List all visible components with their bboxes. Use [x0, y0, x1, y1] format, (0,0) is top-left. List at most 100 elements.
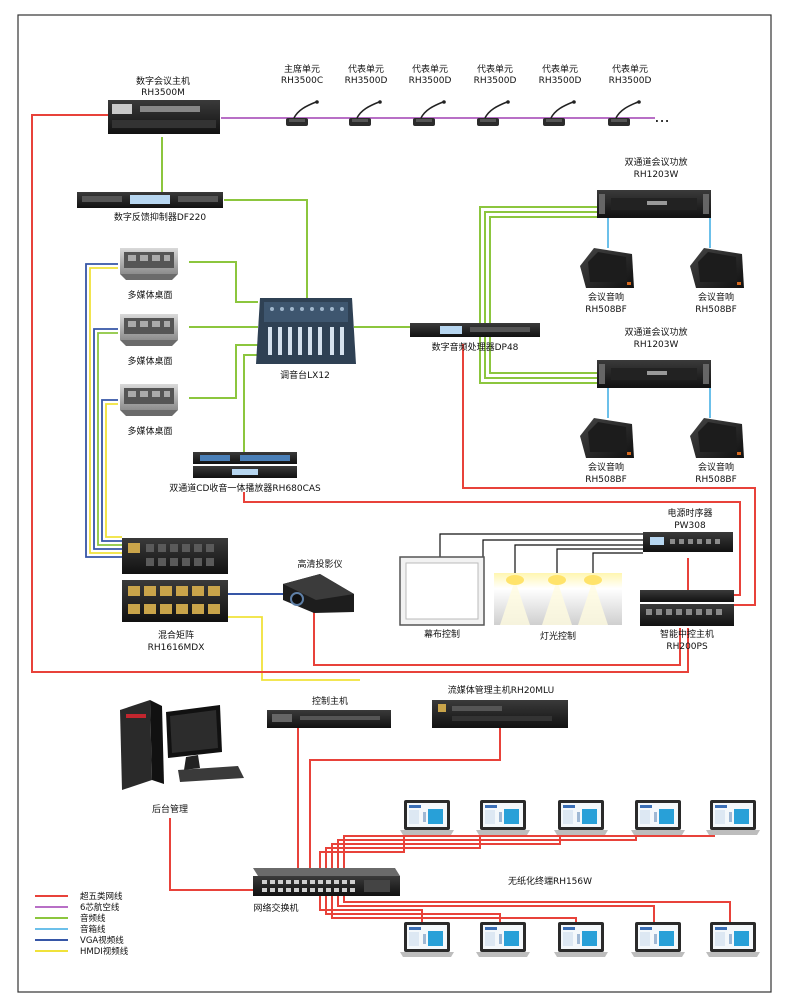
amplifier-1: 双通道会议功放 RH1203W	[597, 156, 711, 218]
speakers: 会议音响 RH508BF 会议音响 RH508BF 会议音响 RH508BF 会…	[580, 248, 744, 485]
speaker: 会议音响 RH508BF	[580, 248, 634, 315]
mic-role: 代表单元	[477, 63, 513, 75]
mic-model: RH3500D	[345, 76, 388, 86]
conference-host: 数字会议主机 RH3500M	[108, 75, 220, 134]
legend-item: 音箱线	[35, 924, 106, 935]
cd-label: 双通道CD收音一体播放器RH680CAS	[169, 482, 321, 494]
legend-label: 6芯航空线	[80, 902, 120, 913]
mic-more: ...	[654, 107, 669, 126]
screen-label: 幕布控制	[424, 628, 460, 640]
mic-role: 主席单元	[284, 63, 320, 75]
mic-unit: 主席单元 RH3500C	[281, 63, 323, 127]
central-model: RH200PS	[666, 642, 708, 652]
switch-label: 网络交换机	[253, 902, 298, 914]
feedback-label: 数字反馈抑制器DF220	[114, 211, 207, 223]
streaming-host: 流媒体管理主机RH20MLU	[432, 684, 568, 728]
mic-unit: 代表单元 RH3500D	[474, 63, 517, 127]
power-sequencer: 电源时序器 PW308	[643, 507, 733, 552]
laptop-icon	[631, 800, 685, 835]
mic-model: RH3500D	[474, 76, 517, 86]
lights: 灯光控制	[494, 573, 622, 642]
desktop-box-label: 多媒体桌面	[127, 355, 172, 367]
legend-label: 超五类网线	[80, 891, 123, 902]
legend-item: 6芯航空线	[35, 902, 120, 913]
mic-unit: 代表单元 RH3500D	[539, 63, 582, 127]
projector: 高清投影仪	[283, 558, 354, 613]
laptop-icon	[631, 922, 685, 957]
cables	[31, 114, 756, 922]
legend: 超五类网线 6芯航空线 音频线 音箱线 VGA视频线 HMDI视频线	[35, 891, 129, 957]
laptop-icon	[554, 800, 608, 835]
host-name: 数字会议主机	[136, 75, 190, 87]
control-host: 控制主机	[267, 695, 391, 728]
speaker: 会议音响 RH508BF	[580, 418, 634, 485]
amp1-name: 双通道会议功放	[624, 156, 687, 168]
speaker-model: RH508BF	[695, 305, 737, 315]
laptop-icon	[706, 800, 760, 835]
stream-label: 流媒体管理主机RH20MLU	[448, 684, 554, 696]
hybrid-matrix: 混合矩阵 RH1616MDX	[122, 538, 228, 653]
power-model: PW308	[674, 521, 706, 531]
mic-unit: 代表单元 RH3500D	[607, 63, 651, 127]
ctrl-host-label: 控制主机	[312, 695, 348, 707]
legend-label: 音箱线	[80, 924, 106, 935]
mic-unit: 代表单元 RH3500D	[409, 63, 452, 127]
amp1-model: RH1203W	[634, 170, 679, 180]
speaker-name: 会议音响	[698, 461, 734, 473]
cd-player: 双通道CD收音一体播放器RH680CAS	[169, 452, 321, 494]
laptop-icon	[476, 922, 530, 957]
paperless-terminals: 无纸化终端RH156W	[400, 800, 760, 957]
mic-unit: 代表单元 RH3500D	[345, 63, 388, 127]
desktop-box: 多媒体桌面	[120, 248, 178, 301]
paperless-label: 无纸化终端RH156W	[508, 875, 592, 887]
speaker-model: RH508BF	[695, 475, 737, 485]
central-controller: 智能中控主机 RH200PS	[640, 590, 734, 652]
legend-item: 音频线	[35, 913, 106, 924]
amp2-name: 双通道会议功放	[624, 326, 687, 338]
speaker: 会议音响 RH508BF	[690, 248, 744, 315]
desktop-boxes: 多媒体桌面 多媒体桌面 多媒体桌面	[120, 248, 178, 437]
legend-label: HMDI视频线	[80, 946, 129, 957]
laptop-icon	[400, 922, 454, 957]
desktop-box: 多媒体桌面	[120, 384, 178, 437]
power-name: 电源时序器	[667, 507, 712, 519]
matrix-model: RH1616MDX	[148, 643, 205, 653]
lights-label: 灯光控制	[540, 630, 576, 642]
laptop-icon	[400, 800, 454, 835]
legend-item: HMDI视频线	[35, 946, 129, 957]
mixer-label: 调音台LX12	[280, 369, 330, 381]
matrix-name: 混合矩阵	[158, 629, 194, 641]
diagram-frame	[17, 14, 772, 993]
speaker-name: 会议音响	[698, 291, 734, 303]
speaker-name: 会议音响	[588, 461, 624, 473]
desktop-box-label: 多媒体桌面	[127, 425, 172, 437]
mic-model: RH3500D	[409, 76, 452, 86]
projection-screen: 幕布控制	[399, 556, 485, 640]
network-switch: 网络交换机	[253, 868, 400, 914]
desktop-box: 多媒体桌面	[120, 314, 178, 367]
projector-label: 高清投影仪	[297, 558, 342, 570]
mic-role: 代表单元	[348, 63, 384, 75]
speaker: 会议音响 RH508BF	[690, 418, 744, 485]
mic-model: RH3500D	[539, 76, 582, 86]
mic-role: 代表单元	[542, 63, 578, 75]
audio-processor: 数字音频处理器DP48	[410, 323, 540, 353]
feedback-suppressor: 数字反馈抑制器DF220	[77, 192, 223, 223]
laptop-icon	[554, 922, 608, 957]
amp2-model: RH1203W	[634, 340, 679, 350]
cable-audio-feedback-mixer	[224, 199, 308, 298]
central-name: 智能中控主机	[660, 628, 714, 640]
legend-label: VGA视频线	[80, 935, 124, 946]
processor-label: 数字音频处理器DP48	[432, 341, 519, 353]
backend-pc: 后台管理	[120, 700, 244, 815]
mic-model: RH3500C	[281, 76, 323, 86]
legend-label: 音频线	[80, 913, 106, 924]
legend-item: VGA视频线	[35, 935, 124, 946]
mic-units: 主席单元 RH3500C 代表单元 RH3500D 代表单元 RH3500D 代…	[281, 63, 670, 127]
speaker-name: 会议音响	[588, 291, 624, 303]
host-model: RH3500M	[141, 88, 185, 98]
laptop-icon	[706, 922, 760, 957]
speaker-model: RH508BF	[585, 305, 627, 315]
mic-role: 代表单元	[412, 63, 448, 75]
